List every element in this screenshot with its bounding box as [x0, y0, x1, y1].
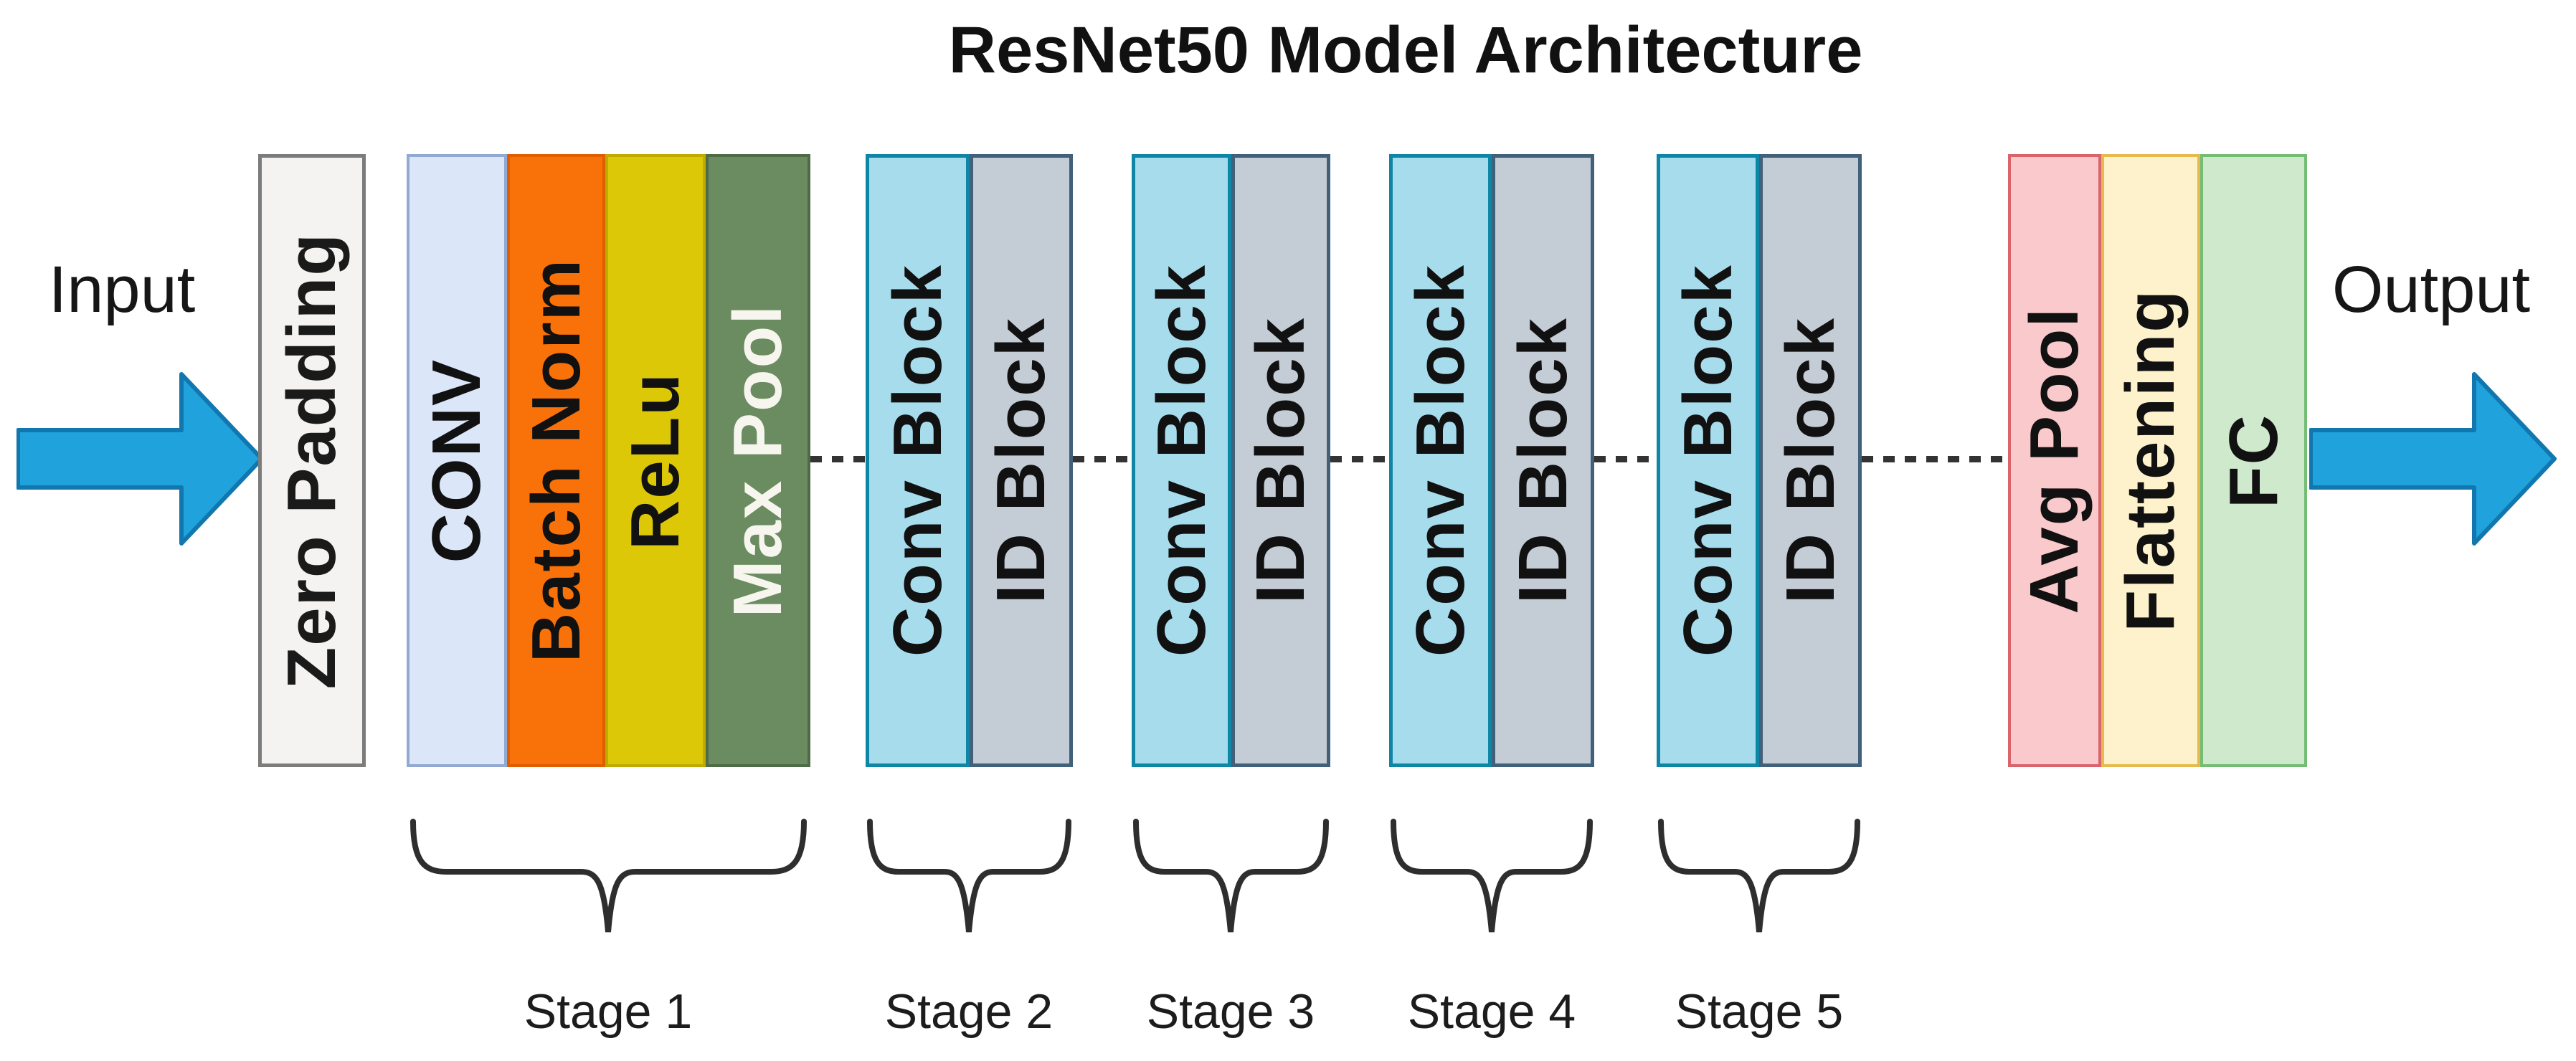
- batch-norm-label: Batch Norm: [517, 258, 595, 663]
- input-arrow-shape: [16, 372, 264, 546]
- id-block-label: ID Block: [1771, 317, 1849, 604]
- id-block-stage4: ID Block: [1492, 154, 1594, 767]
- conv-block-label: Conv Block: [1142, 264, 1220, 657]
- dashed-connector: [1330, 456, 1389, 462]
- diagram-title: ResNet50 Model Architecture: [948, 14, 1863, 87]
- stage2-caption: Stage 2: [884, 984, 1053, 1039]
- id-block-stage2: ID Block: [970, 154, 1073, 767]
- conv-block-label: Conv Block: [1401, 264, 1479, 657]
- id-block-stage3: ID Block: [1231, 154, 1330, 767]
- stage4-caption: Stage 4: [1407, 984, 1576, 1039]
- stage3-brace: [1133, 819, 1329, 933]
- id-block-stage5: ID Block: [1759, 154, 1862, 767]
- dashed-connector: [1073, 456, 1132, 462]
- output-arrow-icon: [2309, 372, 2557, 546]
- relu-block: ReLu: [605, 154, 706, 767]
- conv-block-label: Conv Block: [879, 264, 956, 657]
- id-block-label: ID Block: [1242, 317, 1319, 604]
- avg-pool-block: Avg Pool: [2008, 154, 2101, 767]
- output-arrow-shape: [2309, 372, 2557, 546]
- conv-block-stage1: CONV: [407, 154, 507, 767]
- id-block-label: ID Block: [1504, 317, 1581, 604]
- max-pool-label: Max Pool: [719, 303, 796, 618]
- stage5-brace: [1658, 819, 1860, 933]
- conv-block-stage3: Conv Block: [1132, 154, 1231, 767]
- stage1-brace: [410, 819, 807, 933]
- fc-label: FC: [2215, 413, 2292, 508]
- avg-pool-label: Avg Pool: [2016, 307, 2093, 614]
- conv-block-stage2: Conv Block: [866, 154, 970, 767]
- stage3-caption: Stage 3: [1146, 984, 1315, 1039]
- input-label: Input: [48, 253, 196, 326]
- conv-block-stage4: Conv Block: [1389, 154, 1492, 767]
- zero-padding-label: Zero Padding: [273, 232, 350, 690]
- output-label: Output: [2331, 253, 2531, 326]
- stage1-caption: Stage 1: [524, 984, 693, 1039]
- batch-norm-block: Batch Norm: [507, 154, 605, 767]
- conv-block-stage5: Conv Block: [1657, 154, 1759, 767]
- stage2-brace: [867, 819, 1071, 933]
- max-pool-block: Max Pool: [706, 154, 810, 767]
- input-arrow-icon: [16, 372, 264, 546]
- id-block-label: ID Block: [982, 317, 1059, 604]
- conv-block-label: Conv Block: [1669, 264, 1746, 657]
- fc-block: FC: [2200, 154, 2307, 767]
- flattening-block: Flattening: [2101, 154, 2200, 767]
- stage5-caption: Stage 5: [1675, 984, 1844, 1039]
- dashed-connector: [1594, 456, 1657, 462]
- flattening-label: Flattening: [2112, 289, 2189, 632]
- dashed-connector: [810, 456, 866, 462]
- stage4-brace: [1391, 819, 1593, 933]
- zero-padding-block: Zero Padding: [258, 154, 366, 767]
- conv-label: CONV: [418, 358, 495, 563]
- relu-label: ReLu: [617, 371, 693, 550]
- dashed-connector: [1862, 456, 2008, 462]
